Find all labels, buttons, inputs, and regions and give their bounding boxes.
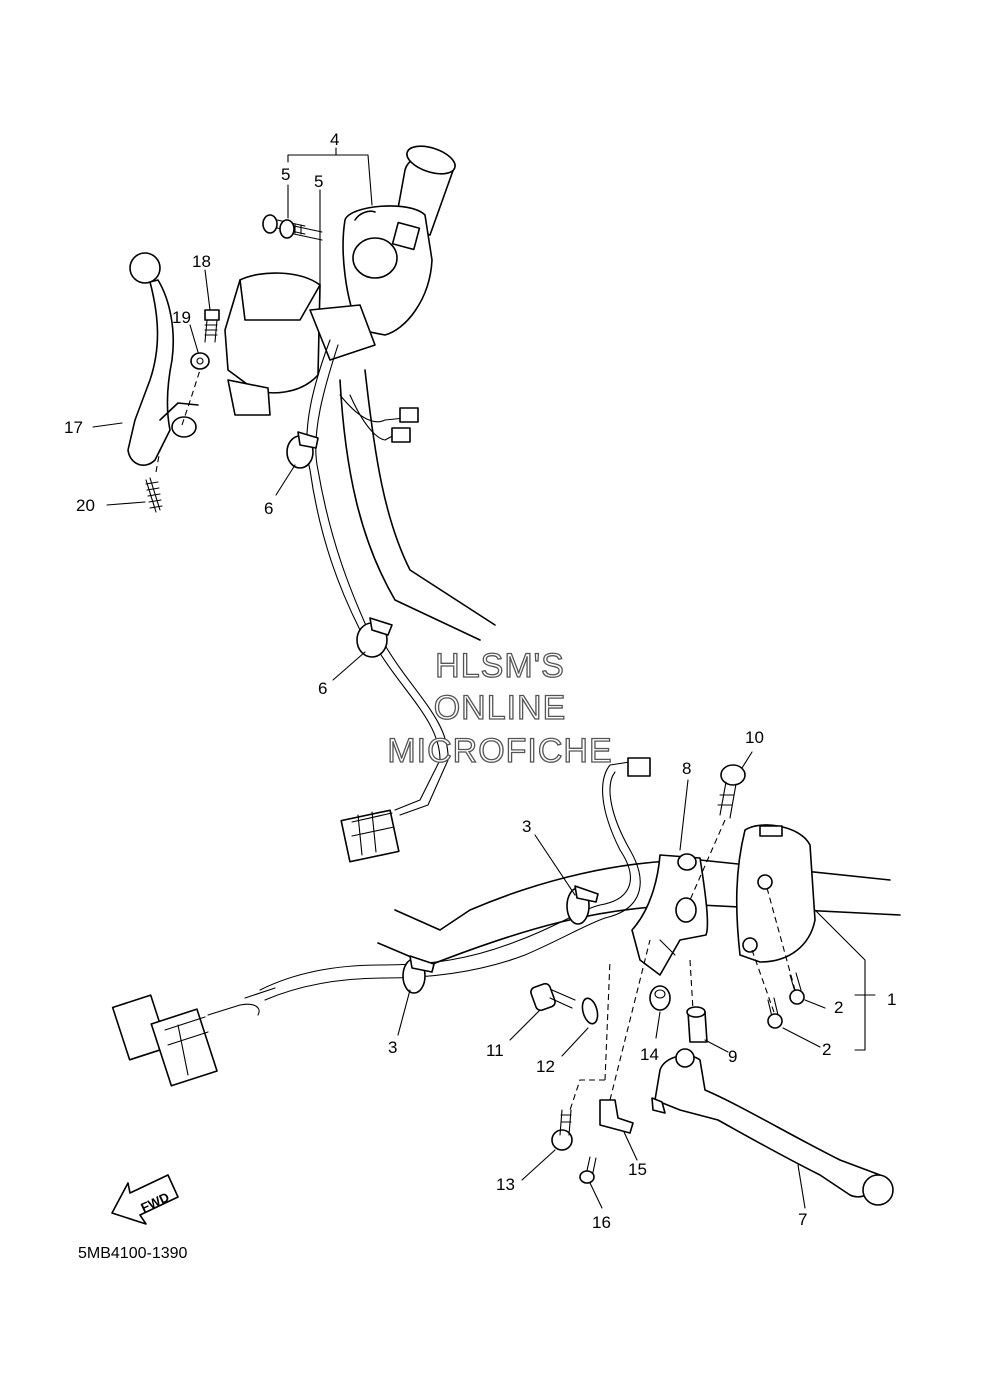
callout-19: 19 xyxy=(172,308,191,327)
callout-16: 16 xyxy=(592,1213,611,1232)
clutch-lever xyxy=(127,252,199,466)
lever-collar xyxy=(686,1006,708,1043)
clutch-switch-relay xyxy=(224,272,376,416)
callout-9: 9 xyxy=(728,1047,737,1066)
pivot-nut xyxy=(649,985,671,1011)
left-handlebar-assembly xyxy=(127,145,496,863)
wire-clamp-lower xyxy=(356,617,393,658)
callout-8: 8 xyxy=(682,759,691,778)
lever-bolt xyxy=(204,309,220,343)
callout-3: 3 xyxy=(522,817,531,836)
callout-numbers: 1 2 2 3 3 4 5 5 6 6 7 8 9 10 11 12 13 14… xyxy=(64,130,896,1232)
callout-leaders xyxy=(92,147,876,1209)
callout-13: 13 xyxy=(496,1175,515,1194)
screw-5b xyxy=(279,219,323,241)
callout-2: 2 xyxy=(834,998,843,1017)
callout-7: 7 xyxy=(798,1210,807,1229)
watermark: HLSM'S ONLINE MICROFICHE xyxy=(387,646,613,770)
callout-12: 12 xyxy=(536,1057,555,1076)
callout-4: 4 xyxy=(330,130,339,149)
watermark-line-3: MICROFICHE xyxy=(387,732,612,770)
lever-spring xyxy=(145,477,163,513)
switch-coupler-upper xyxy=(340,809,400,863)
callout-6b: 6 xyxy=(318,679,327,698)
callout-1: 1 xyxy=(887,990,896,1009)
callout-17: 17 xyxy=(64,418,83,437)
watermark-line-2: ONLINE xyxy=(434,689,567,727)
wire-clamp-right-2 xyxy=(402,955,435,994)
wire-clamp-right-1 xyxy=(566,885,599,925)
brake-switch-screw xyxy=(551,1109,573,1151)
mirror-holder-screw xyxy=(530,982,576,1012)
switch-coupler-lower xyxy=(111,987,276,1087)
callout-6: 6 xyxy=(264,499,273,518)
pivot-bolt xyxy=(717,764,746,819)
master-cylinder-bracket xyxy=(631,853,709,976)
switch-screw-b xyxy=(767,997,783,1029)
callout-10: 10 xyxy=(745,728,764,747)
callout-14: 14 xyxy=(640,1045,659,1064)
fwd-arrow-icon: FWD xyxy=(111,1174,179,1225)
callout-5: 5 xyxy=(281,165,290,184)
callout-15: 15 xyxy=(628,1160,647,1179)
brake-switch-mounting-screw xyxy=(579,1156,597,1184)
right-handlebar-switch xyxy=(735,824,816,963)
callout-3b: 3 xyxy=(388,1038,397,1057)
right-handlebar-assembly xyxy=(111,757,901,1206)
switch-screw-a xyxy=(789,972,805,1005)
front-brake-lever xyxy=(651,1048,894,1206)
callout-5b: 5 xyxy=(314,172,323,191)
watermark-line-1: HLSM'S xyxy=(435,647,565,685)
callout-2b: 2 xyxy=(822,1040,831,1059)
callout-11: 11 xyxy=(486,1041,504,1060)
callout-18: 18 xyxy=(192,252,211,271)
mirror-holder-washer xyxy=(581,997,599,1025)
front-brake-switch xyxy=(599,1099,634,1134)
wire-clamp-upper xyxy=(286,431,319,469)
left-handlebar-switch xyxy=(342,205,433,336)
callout-20: 20 xyxy=(76,496,95,515)
catalog-code: 5MB4100-1390 xyxy=(78,1245,188,1262)
lever-nut xyxy=(190,352,210,370)
